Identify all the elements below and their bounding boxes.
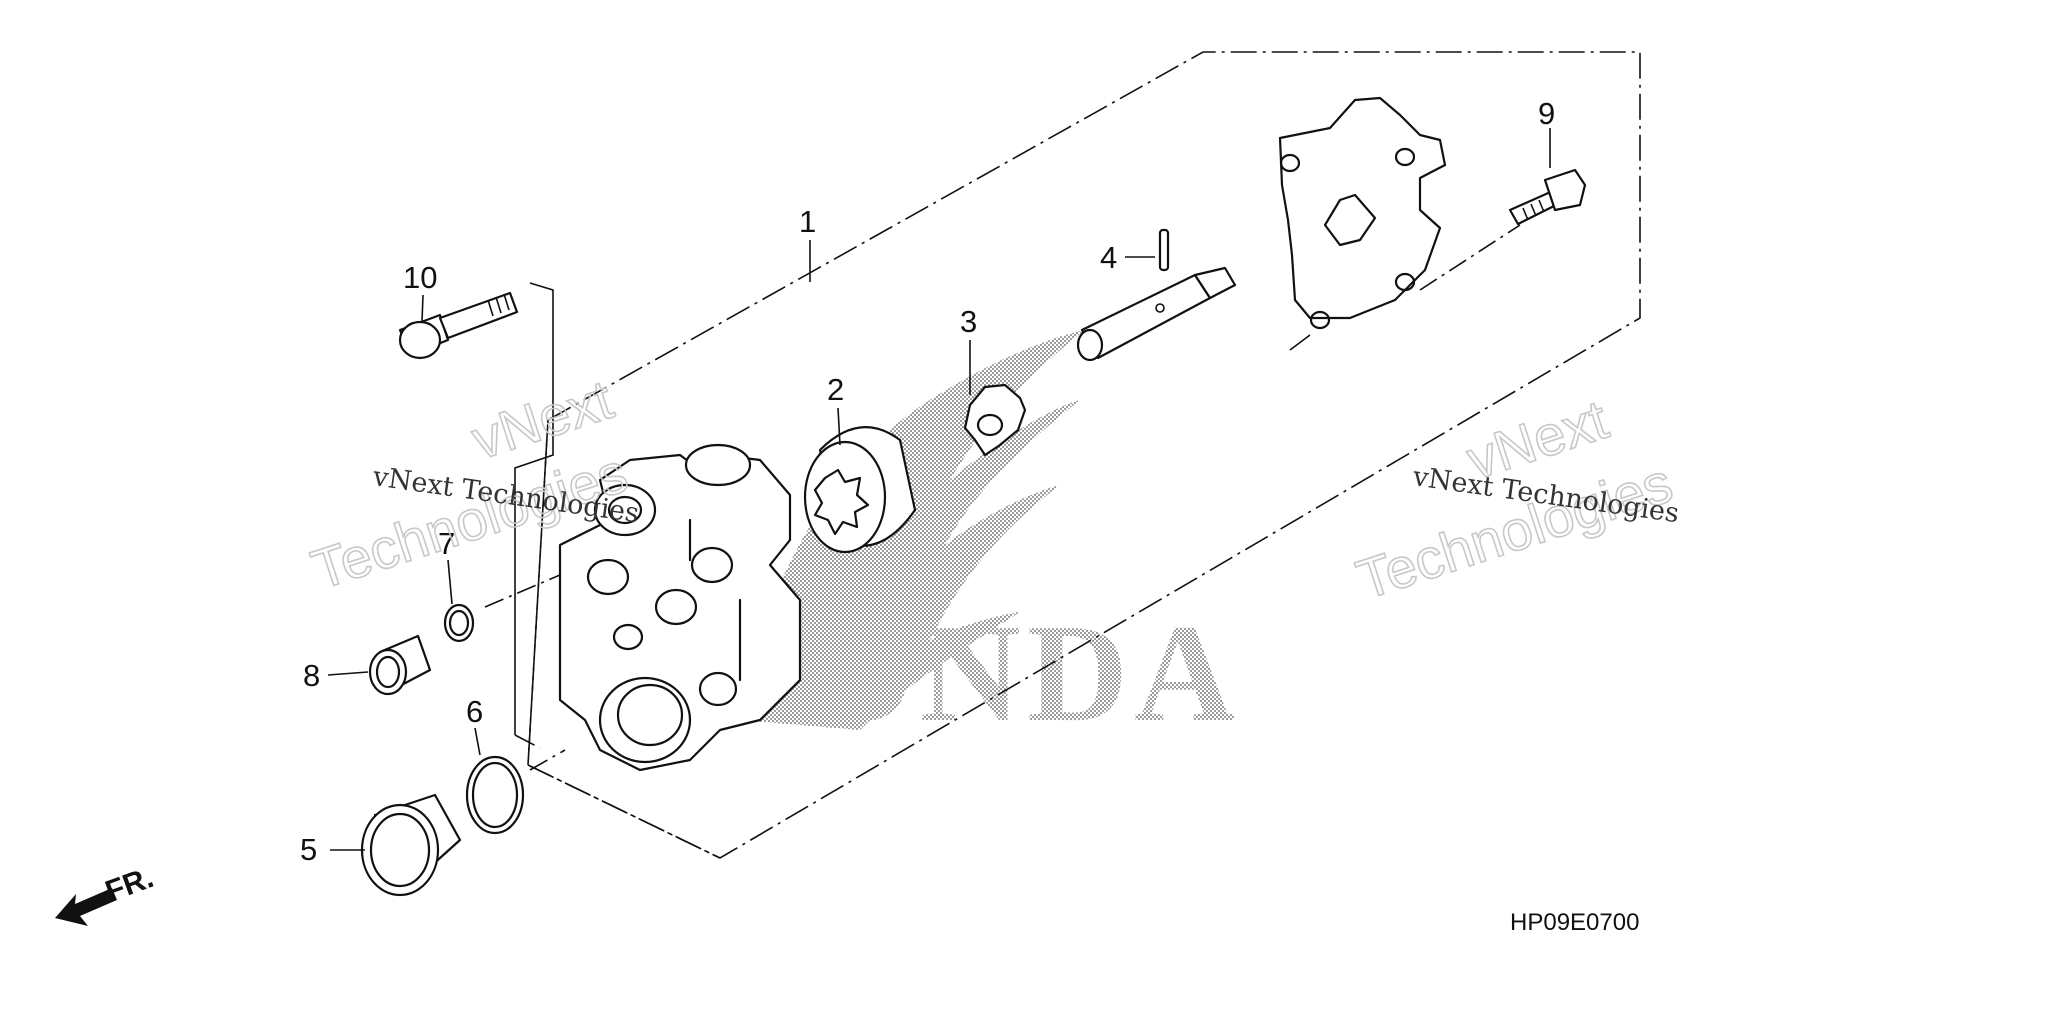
pump-shaft [1076, 228, 1237, 362]
inner-rotor [963, 383, 1027, 457]
callout-2: 2 [827, 372, 844, 407]
drawing-code: HP09E0700 [1510, 909, 1639, 936]
collar-5 [360, 793, 462, 897]
bolt-9 [1508, 168, 1587, 226]
front-direction-marker: FR. [55, 861, 158, 926]
o-ring-6 [465, 749, 566, 835]
bolt-10 [398, 291, 519, 360]
o-ring-7 [443, 574, 561, 643]
front-label: FR. [101, 861, 158, 909]
collar-8 [368, 634, 432, 696]
pump-body [558, 443, 802, 772]
callout-5: 5 [300, 832, 317, 867]
callout-9: 9 [1538, 96, 1555, 131]
front-arrow-icon [55, 888, 117, 926]
pump-cover [1278, 96, 1521, 351]
callout-6: 6 [466, 694, 483, 729]
assembly-outline [527, 51, 1641, 859]
callout-labels: 1 2 3 4 5 6 7 8 9 10 [300, 96, 1555, 867]
leader-lines [327, 128, 1551, 851]
callout-4: 4 [1100, 240, 1117, 275]
callout-8: 8 [303, 658, 320, 693]
callout-7: 7 [438, 526, 455, 561]
callout-1: 1 [799, 204, 816, 239]
outer-rotor [803, 426, 917, 554]
bolt-10-guide [514, 282, 554, 749]
callout-3: 3 [960, 304, 977, 339]
callout-10: 10 [403, 260, 437, 295]
